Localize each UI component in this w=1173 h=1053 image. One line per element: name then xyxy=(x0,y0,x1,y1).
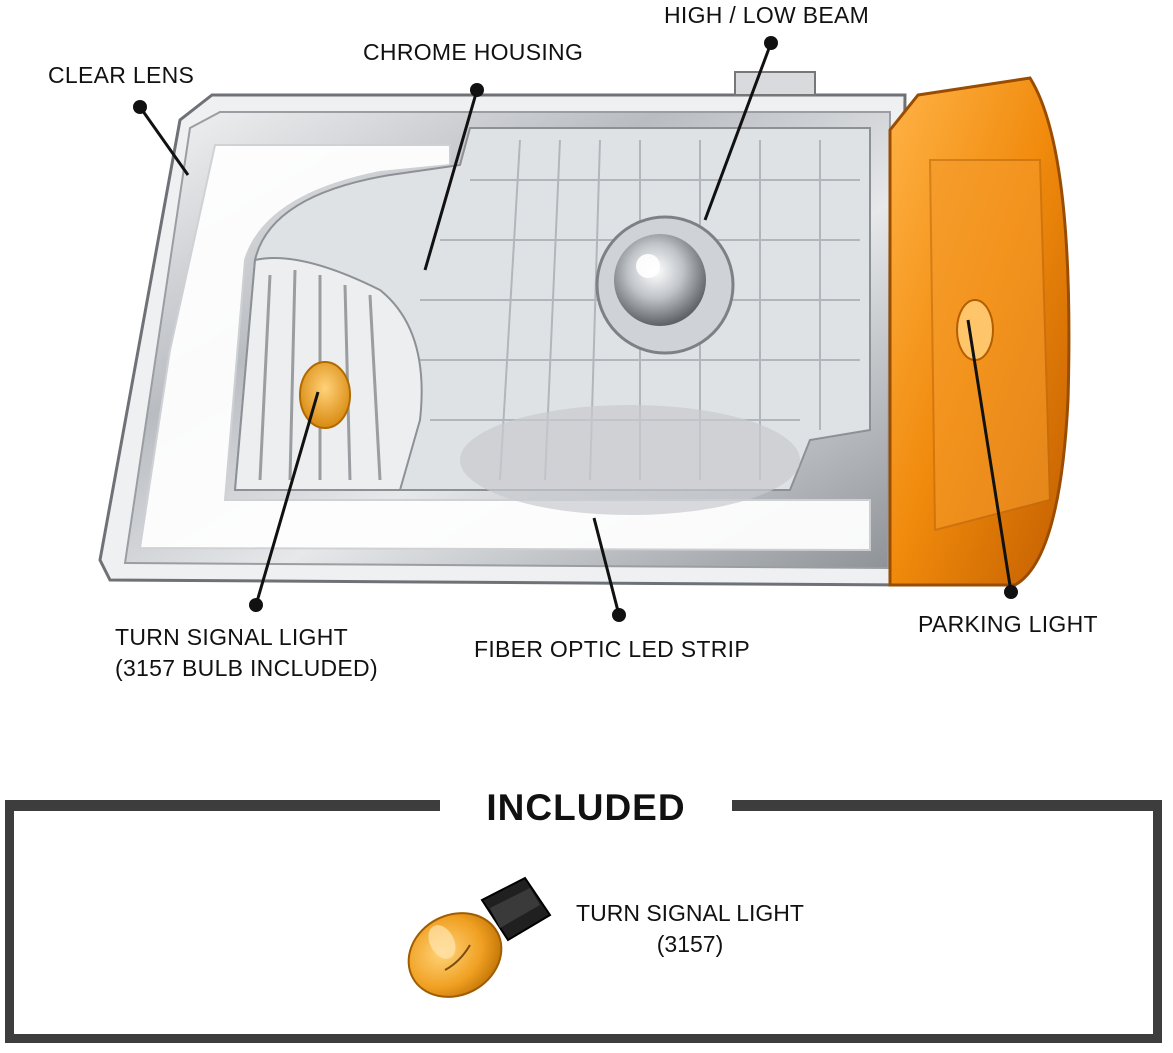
chrome-housing-label: CHROME HOUSING xyxy=(363,39,584,65)
parking-light xyxy=(888,76,1071,587)
mounting-tab xyxy=(734,71,816,96)
turn-signal-label-line2: (3157 BULB INCLUDED) xyxy=(115,655,378,681)
high-low-beam xyxy=(595,215,735,355)
turn-signal-label-line1: TURN SIGNAL LIGHT xyxy=(115,624,348,650)
headlight-illustration xyxy=(98,36,1071,622)
callout-lines xyxy=(133,36,1018,622)
included-caption: TURN SIGNAL LIGHT (3157) xyxy=(560,898,820,960)
parking-light-label: PARKING LIGHT xyxy=(918,611,1098,637)
included-caption-line1: TURN SIGNAL LIGHT xyxy=(576,900,804,926)
included-title: INCLUDED xyxy=(440,781,732,835)
fiber-optic-strip xyxy=(138,144,871,552)
clear-lens-label: CLEAR LENS xyxy=(48,62,195,88)
fiber-optic-label: FIBER OPTIC LED STRIP xyxy=(474,636,750,662)
turn-signal-light xyxy=(233,257,423,491)
high-low-beam-label: HIGH / LOW BEAM xyxy=(664,2,870,28)
included-caption-line2: (3157) xyxy=(656,931,724,957)
bulb-3157-image xyxy=(407,876,552,998)
